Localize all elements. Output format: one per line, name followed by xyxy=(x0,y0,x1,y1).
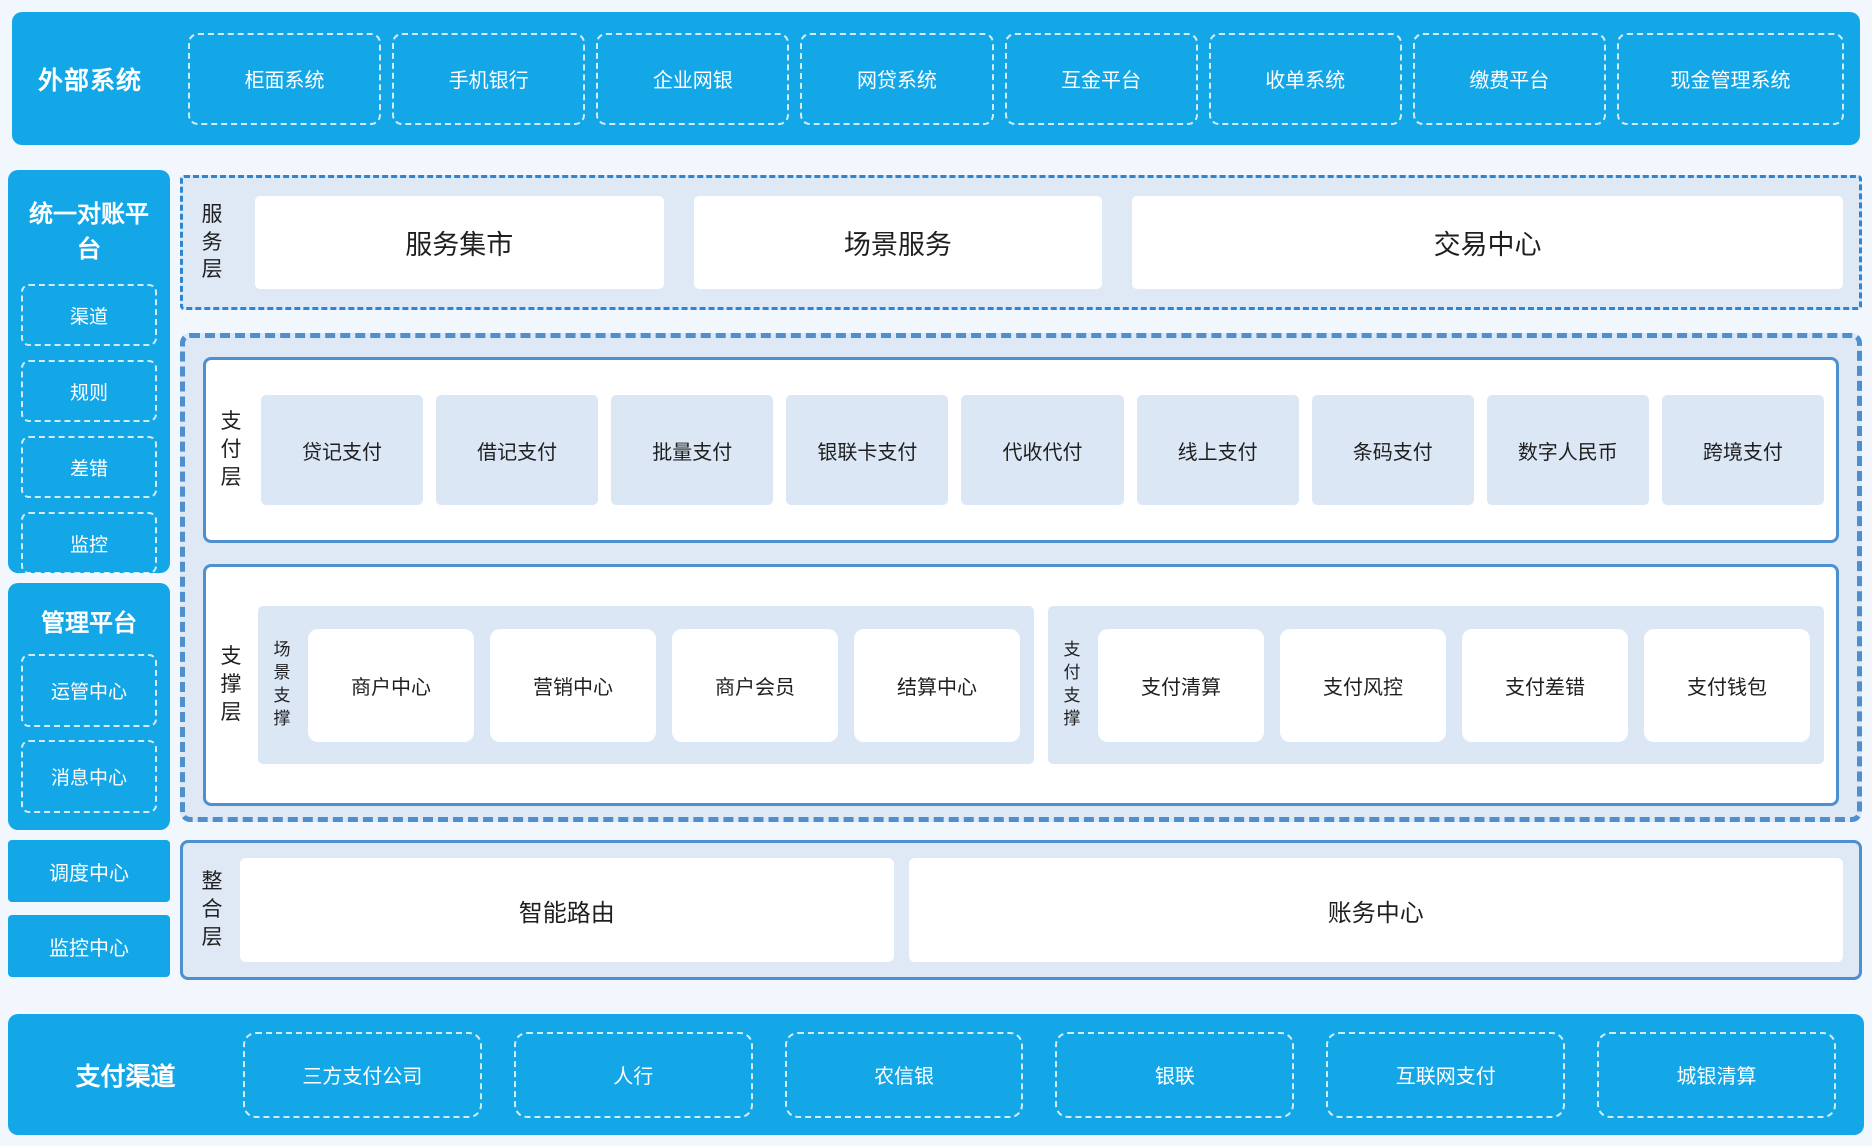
support-card-merchant-member: 商户会员 xyxy=(672,628,838,742)
support-card-payment-errors: 支付差错 xyxy=(1462,628,1628,742)
payment-card-credit: 贷记支付 xyxy=(261,395,424,505)
management-item-message-center: 消息中心 xyxy=(21,740,157,813)
support-card-payment-risk-control: 支付风控 xyxy=(1280,628,1446,742)
reconciliation-platform-title: 统一对账平台 xyxy=(29,201,149,263)
payment-support-label: 支付支撑 xyxy=(1063,640,1081,728)
payment-card-collection-agency: 代收代付 xyxy=(961,395,1124,505)
payment-card-barcode: 条码支付 xyxy=(1311,395,1474,505)
support-card-payment-wallet: 支付钱包 xyxy=(1644,628,1810,742)
channel-item-city-bank-clearing: 城银清算 xyxy=(1597,1031,1836,1118)
payment-card-cross-border: 跨境支付 xyxy=(1661,395,1824,505)
dispatch-center-box: 调度中心 xyxy=(8,840,170,902)
management-platform-box: 管理平台 运管中心 消息中心 xyxy=(8,583,170,830)
external-systems-bar: 外部系统 柜面系统 手机银行 企业网银 网贷系统 互金平台 收单系统 缴费平台 … xyxy=(12,12,1860,145)
service-layer-label: 服务层 xyxy=(201,202,223,282)
management-item-operations-center: 运管中心 xyxy=(21,654,157,727)
external-system-item-counter: 柜面系统 xyxy=(188,32,382,125)
payment-channels-title: 支付渠道 xyxy=(75,1062,176,1091)
payment-layer: 支付层 贷记支付 借记支付 批量支付 银联卡支付 代收代付 线上支付 条码支付 … xyxy=(203,357,1839,543)
channel-item-pboc: 人行 xyxy=(513,1031,753,1118)
external-systems-title: 外部系统 xyxy=(38,66,143,95)
integration-card-smart-routing: 智能路由 xyxy=(240,858,894,962)
support-card-merchant-center: 商户中心 xyxy=(308,628,474,742)
service-layer: 服务层 服务集市 场景服务 交易中心 xyxy=(180,175,1862,310)
external-system-item-cash-management: 现金管理系统 xyxy=(1616,32,1845,125)
external-system-item-online-lending: 网贷系统 xyxy=(800,32,994,125)
external-systems-items: 柜面系统 手机银行 企业网银 网贷系统 互金平台 收单系统 缴费平台 现金管理系… xyxy=(188,32,1845,125)
reconciliation-item-monitoring: 监控 xyxy=(21,512,157,574)
payment-card-debit: 借记支付 xyxy=(436,395,599,505)
external-system-item-fintech-platform: 互金平台 xyxy=(1004,32,1198,125)
external-system-item-mobile-banking: 手机银行 xyxy=(392,32,586,125)
reconciliation-item-errors: 差错 xyxy=(21,436,157,498)
management-platform-title: 管理平台 xyxy=(41,610,137,637)
payment-card-digital-rmb: 数字人民币 xyxy=(1486,395,1649,505)
external-system-item-bill-payment: 缴费平台 xyxy=(1412,32,1606,125)
reconciliation-item-channel: 渠道 xyxy=(21,284,157,346)
monitoring-center-box: 监控中心 xyxy=(8,915,170,977)
support-card-marketing-center: 营销中心 xyxy=(490,628,656,742)
integration-card-accounting-center: 账务中心 xyxy=(908,858,1843,962)
support-card-payment-clearing: 支付清算 xyxy=(1098,628,1264,742)
integration-layer-label: 整合层 xyxy=(201,870,223,949)
payment-card-online: 线上支付 xyxy=(1136,395,1299,505)
service-card-transaction-center: 交易中心 xyxy=(1132,196,1844,289)
channel-item-rural-credit-bank: 农信银 xyxy=(784,1031,1024,1118)
reconciliation-item-rules: 规则 xyxy=(21,360,157,422)
channel-item-internet-payment: 互联网支付 xyxy=(1326,1031,1566,1118)
reconciliation-platform-box: 统一对账平台 渠道 规则 差错 监控 xyxy=(8,170,170,574)
payment-support-container: 支付层 贷记支付 借记支付 批量支付 银联卡支付 代收代付 线上支付 条码支付 … xyxy=(180,333,1862,822)
scenario-support-label: 场景支撑 xyxy=(273,640,291,728)
payment-card-batch: 批量支付 xyxy=(611,395,774,505)
service-card-scenario-service: 场景服务 xyxy=(693,196,1103,289)
channel-item-third-party-payment: 三方支付公司 xyxy=(243,1031,482,1118)
support-layer: 支撑层 场景支撑 商户中心 营销中心 商户会员 结算中心 支付支撑 支付清算 支… xyxy=(203,564,1839,806)
payment-support-group: 支付支撑 支付清算 支付风控 支付差错 支付钱包 xyxy=(1048,606,1824,764)
payment-card-unionpay-card: 银联卡支付 xyxy=(786,395,949,505)
external-system-item-corporate-ebank: 企业网银 xyxy=(596,32,790,125)
support-layer-label: 支撑层 xyxy=(220,645,242,724)
service-card-service-market: 服务集市 xyxy=(255,196,664,289)
support-card-settlement-center: 结算中心 xyxy=(854,628,1020,742)
payment-channels-items: 三方支付公司 人行 农信银 银联 互联网支付 城银清算 xyxy=(243,1031,1836,1118)
payment-channels-bar: 支付渠道 三方支付公司 人行 农信银 银联 互联网支付 城银清算 xyxy=(8,1014,1864,1135)
integration-layer: 整合层 智能路由 账务中心 xyxy=(180,840,1862,980)
payment-layer-label: 支付层 xyxy=(220,410,242,489)
channel-item-unionpay: 银联 xyxy=(1055,1031,1295,1118)
external-system-item-acquiring: 收单系统 xyxy=(1208,32,1402,125)
scenario-support-group: 场景支撑 商户中心 营销中心 商户会员 结算中心 xyxy=(258,606,1034,764)
